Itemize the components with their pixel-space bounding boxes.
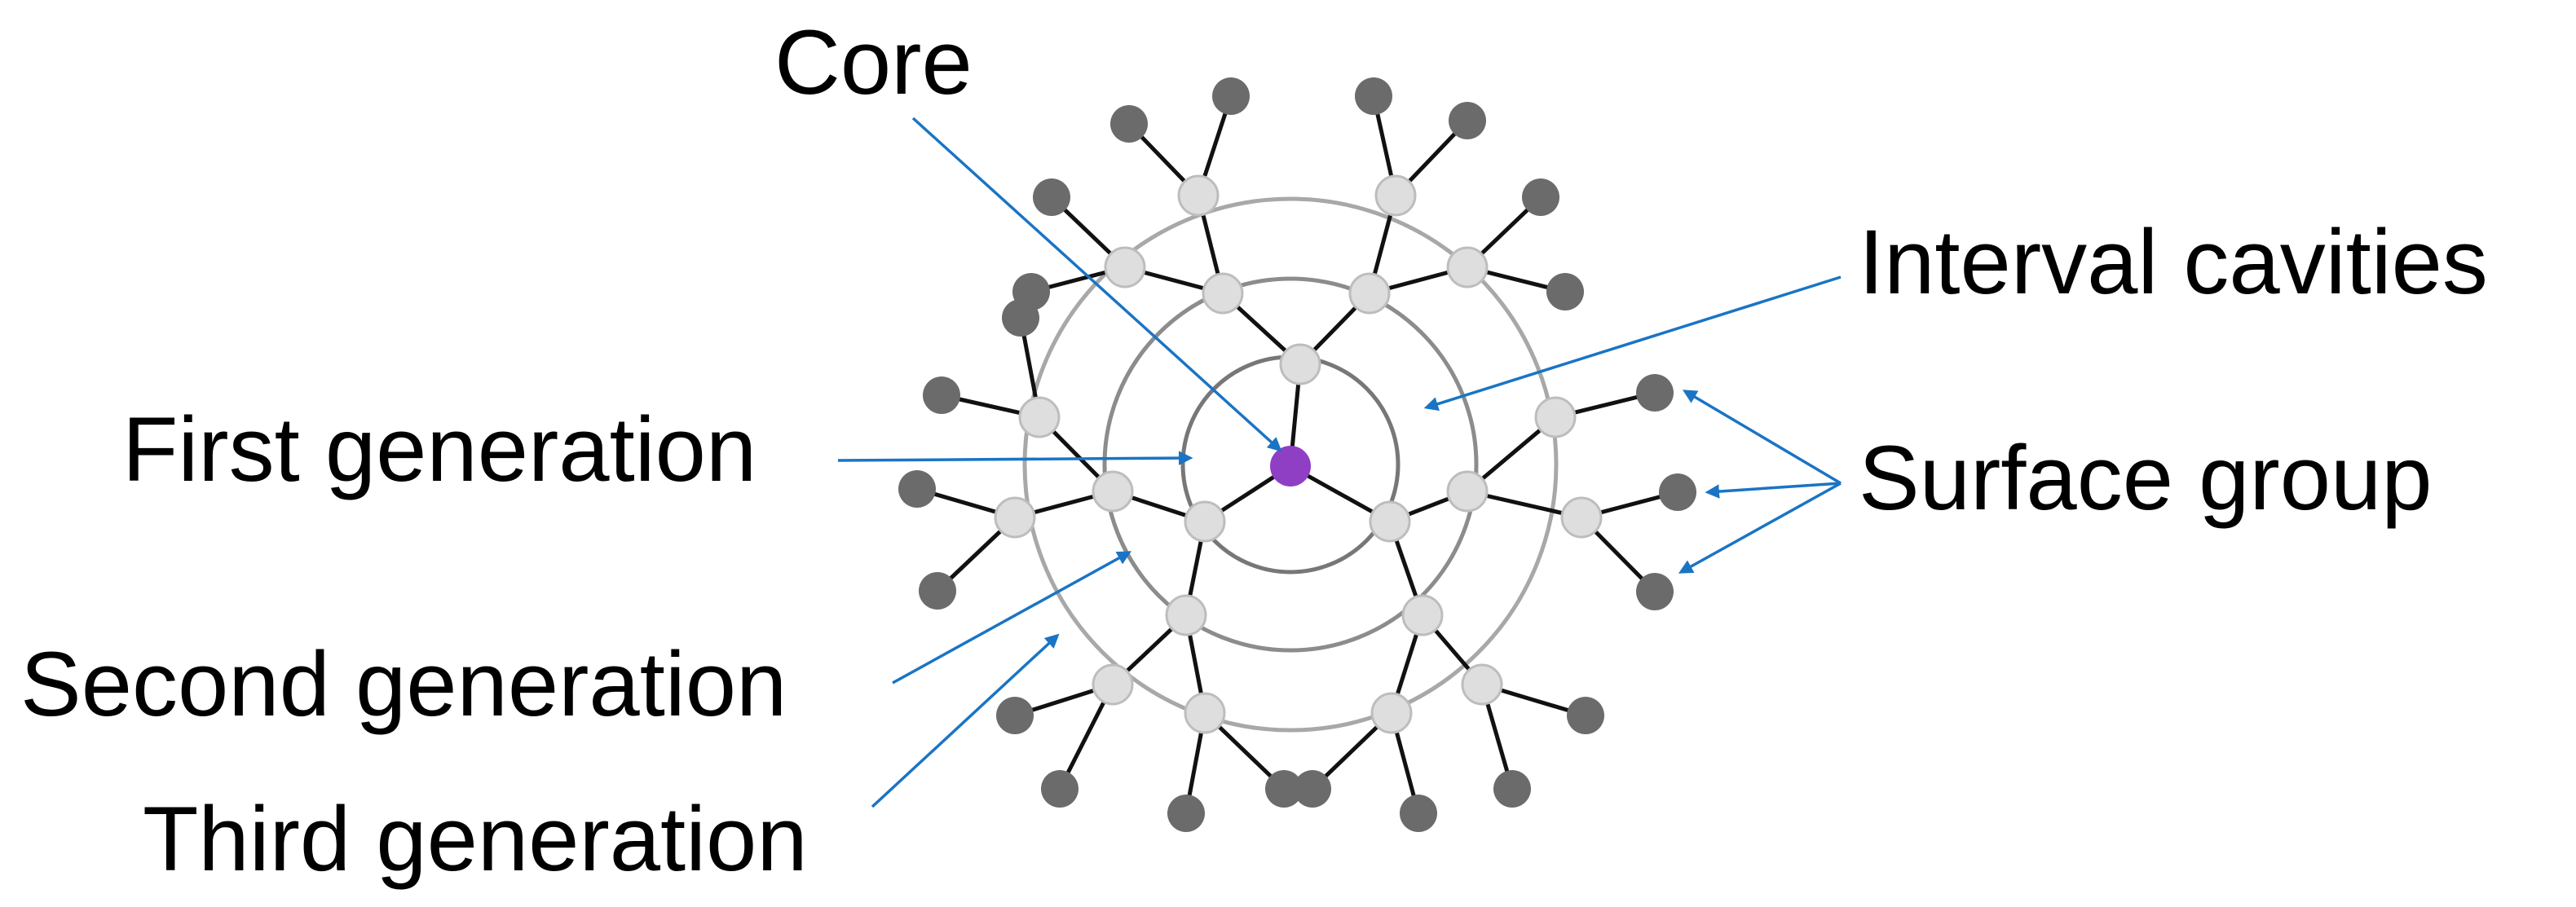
ring-middle [1102, 276, 1479, 653]
core-label: Core [774, 11, 973, 113]
third-generation-node [1374, 174, 1417, 217]
surface-group-node [1449, 102, 1486, 139]
second-generation-node [1446, 470, 1489, 513]
surface-group-node [1212, 77, 1250, 115]
surface-group-node [1041, 770, 1078, 808]
second-generation-node [1348, 272, 1391, 315]
surface-group-node [1493, 770, 1531, 808]
ring-outer [1022, 196, 1559, 733]
third-generation-node [1104, 246, 1146, 288]
first-generation-node [1369, 500, 1411, 543]
surface-group-label: Surface group [1859, 427, 2433, 529]
generation-rings [1022, 196, 1559, 733]
third-generation-node [1370, 692, 1413, 734]
surface-group-node [1546, 273, 1584, 310]
surface-group-node [1110, 105, 1148, 143]
core-node [1270, 446, 1311, 487]
third-generation-leader-arrow [871, 633, 1060, 808]
second-generation-node [1092, 470, 1134, 513]
surface-group-node [1659, 473, 1696, 511]
leader-arrows [837, 117, 1842, 808]
core-leader-arrow [911, 117, 1282, 452]
second-generation-node [1165, 594, 1207, 636]
surface-group-leader-arrow-middle [1705, 482, 1842, 499]
third-generation-node [1560, 496, 1603, 539]
third-generation-node [994, 496, 1036, 539]
surface-group-node [1400, 795, 1437, 832]
second-generation-label: Second generation [20, 633, 787, 735]
third-generation-node [1184, 692, 1226, 734]
surface-group-node [1033, 178, 1070, 216]
surface-group-node [1355, 77, 1392, 115]
first-generation-node [1184, 500, 1226, 543]
surface-group-node [1567, 697, 1604, 734]
first-generation-leader-arrow [837, 451, 1193, 465]
surface-group-node [1636, 374, 1674, 412]
first-generation-node [1279, 343, 1321, 385]
surface-group-node [1002, 299, 1039, 337]
second-generation-node [1401, 594, 1444, 636]
first-generation-label: First generation [122, 398, 756, 500]
third-generation-node [1446, 246, 1489, 288]
surface-group-leader-arrow-top [1682, 390, 1842, 485]
surface-group-node [1636, 573, 1674, 610]
third-generation-node [1018, 396, 1061, 438]
surface-group-node [1294, 770, 1331, 808]
third-generation-node [1461, 663, 1503, 706]
molecular-nodes [898, 77, 1696, 832]
surface-group-node [919, 572, 956, 610]
interval-cavities-leader-arrow [1423, 275, 1842, 412]
surface-group-node [898, 470, 936, 508]
surface-group-leader-arrow-bottom [1678, 482, 1842, 574]
surface-group-node [923, 376, 960, 414]
third-generation-node [1177, 174, 1220, 217]
surface-group-node [1167, 795, 1205, 832]
interval-cavities-label: Interval cavities [1859, 211, 2488, 313]
surface-group-node [1522, 178, 1559, 216]
second-generation-leader-arrow [892, 551, 1132, 685]
second-generation-node [1202, 272, 1244, 315]
surface-group-node [1265, 770, 1303, 808]
third-generation-label: Third generation [143, 788, 808, 890]
third-generation-node [1092, 663, 1134, 706]
third-generation-node [1534, 396, 1577, 438]
surface-group-node [996, 697, 1034, 734]
